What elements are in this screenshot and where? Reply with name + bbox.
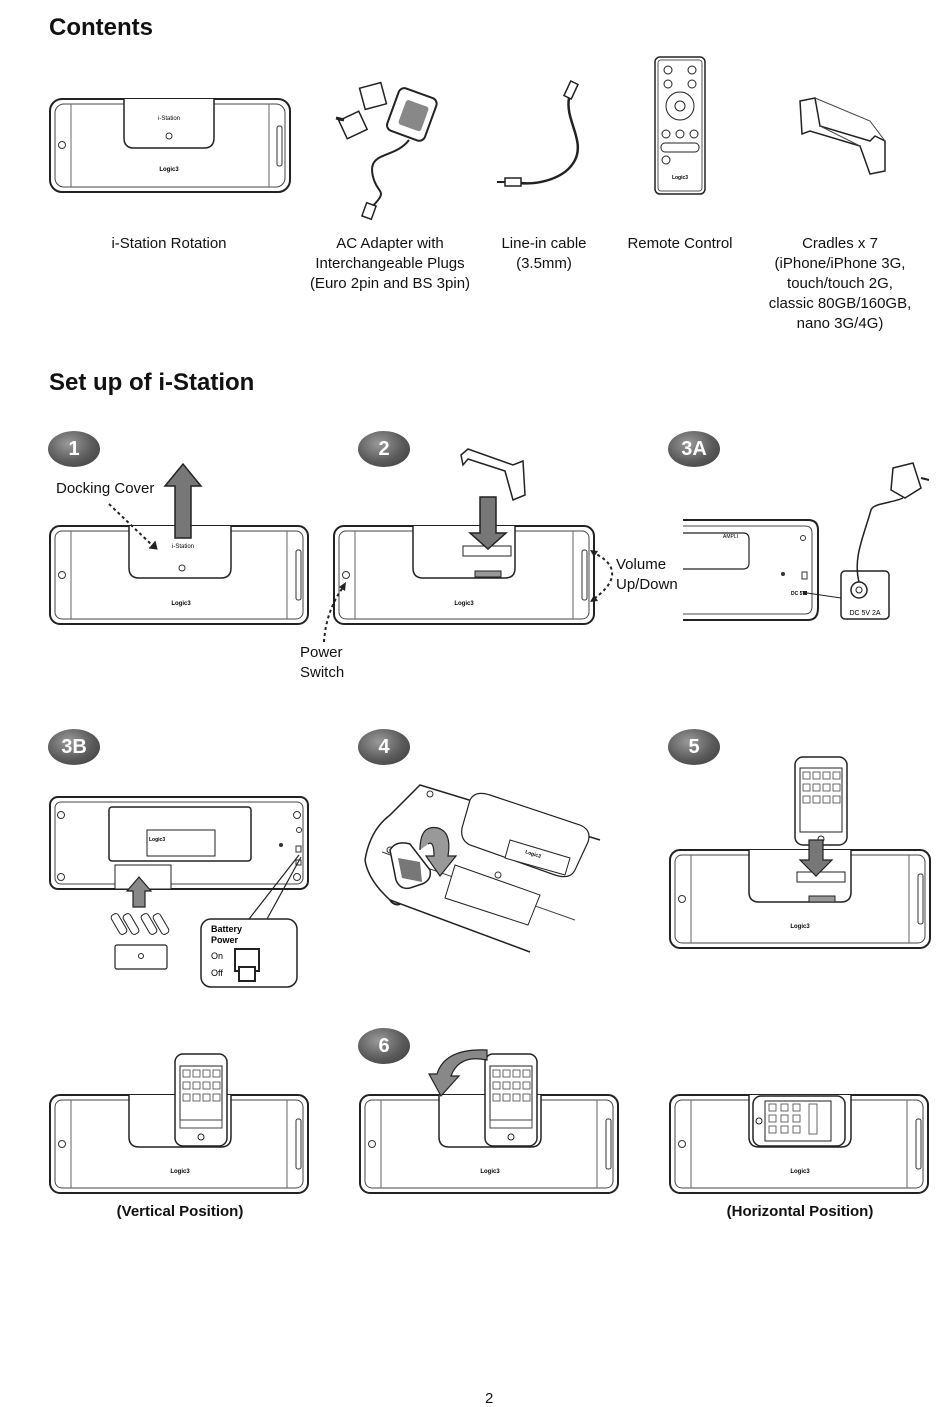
step-badge-4: 4 [358, 729, 410, 765]
step5-illustration: Logic3 [669, 756, 931, 949]
remote-control-illustration: Logic3 [654, 56, 706, 195]
step-badge-6: 6 [358, 1028, 410, 1064]
svg-text:DC 5V: DC 5V [791, 591, 806, 597]
svg-text:AMPLI: AMPLI [723, 534, 738, 540]
power-switch-arrow [323, 582, 346, 643]
content-caption-istation: i-Station Rotation [111, 235, 227, 252]
content-caption-line-in: Line-in cable (3.5mm) [501, 235, 587, 272]
svg-text:Logic3: Logic3 [480, 1169, 500, 1175]
svg-text:Logic3: Logic3 [672, 175, 688, 181]
power-switch-label: Power Switch [300, 644, 345, 681]
step4-illustration: Logic3 [364, 784, 601, 953]
svg-text:Logic3: Logic3 [524, 849, 541, 860]
content-caption-ac-adapter: AC Adapter with Interchangeable Plugs (E… [309, 235, 471, 292]
cradle-illustration [799, 97, 886, 175]
step1-illustration: i-Station Logic3 [49, 462, 309, 625]
content-caption-remote: Remote Control [627, 235, 733, 252]
content-caption-cradles: Cradles x 7 (iPhone/iPhone 3G, touch/tou… [768, 235, 912, 332]
step6-illustration: Logic3 [359, 1049, 619, 1194]
off-text: Off [211, 968, 223, 978]
volume-arrows [590, 550, 614, 602]
step-badge-2: 2 [358, 431, 410, 467]
step3b-illustration: Logic3 Battery Power On Off [49, 796, 309, 988]
line-in-cable-illustration [497, 80, 580, 187]
on-text: On [211, 951, 223, 961]
horizontal-position-caption: (Horizontal Position) [726, 1203, 874, 1220]
setup-heading: Set up of i-Station [49, 369, 255, 396]
istation-product-illustration: i-Station Logic3 [49, 98, 291, 193]
svg-text:i-Station: i-Station [172, 544, 194, 550]
step-badge-3a: 3A [668, 431, 720, 467]
svg-text:Logic3: Logic3 [149, 837, 165, 843]
svg-text:Logic3: Logic3 [454, 601, 474, 607]
volume-label: Volume Up/Down [616, 556, 678, 593]
step2-illustration: Logic3 [333, 448, 595, 625]
svg-text:Logic3: Logic3 [790, 924, 810, 930]
battery-power-line1: Battery [211, 924, 242, 934]
battery-power-line2: Power [211, 935, 239, 945]
brand-text: Logic3 [159, 167, 179, 173]
horizontal-position-illustration: Logic3 [669, 1094, 929, 1194]
step-badge-3b: 3B [48, 729, 100, 765]
contents-heading: Contents [49, 14, 153, 41]
svg-text:Logic3: Logic3 [171, 601, 191, 607]
vertical-position-caption: (Vertical Position) [116, 1203, 244, 1220]
dock-brand-text: i-Station [158, 116, 180, 122]
page-number: 2 [485, 1390, 494, 1407]
vertical-position-illustration: Logic3 [49, 1053, 309, 1194]
svg-text:Logic3: Logic3 [790, 1169, 810, 1175]
dc-rating-text: DC 5V 2A [849, 610, 880, 617]
svg-text:Logic3: Logic3 [170, 1169, 190, 1175]
step-badge-1: 1 [48, 431, 100, 467]
docking-cover-label: Docking Cover [56, 480, 155, 497]
step3a-illustration: AMPLI DC 5V DC 5V 2A [683, 462, 930, 621]
ac-adapter-illustration [335, 81, 438, 221]
step-badge-5: 5 [668, 729, 720, 765]
